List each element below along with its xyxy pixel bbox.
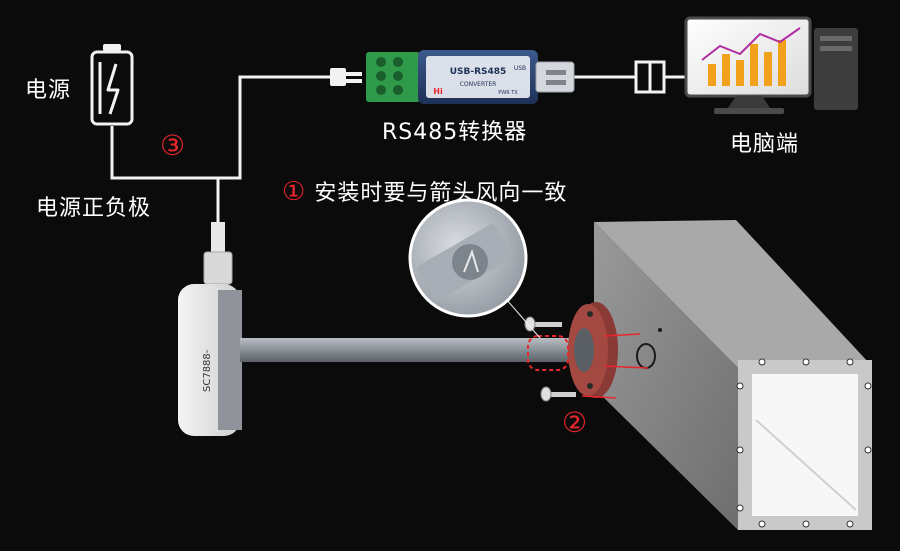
step-1-text: 安装时要与箭头风向一致 (314, 181, 568, 206)
power-poles-label: 电源正负极 (36, 196, 152, 221)
usb-plug-icon (634, 60, 666, 94)
step-1-marker: ① (282, 177, 307, 207)
step-2-marker: ② (562, 406, 587, 439)
zoom-detail-circle (408, 198, 528, 318)
computer-icon (684, 16, 858, 114)
sensor-model-label: SC7888- (202, 349, 213, 392)
mounting-flange (568, 302, 618, 398)
computer-label: 电脑端 (730, 132, 800, 157)
wiring (110, 75, 686, 222)
air-duct (594, 220, 872, 530)
screw-icon (524, 316, 562, 332)
step-3-marker: ③ (160, 129, 185, 162)
converter-brand-text: Hi (433, 87, 443, 96)
sensor-probe-tube (240, 338, 576, 362)
power-wire (110, 126, 218, 180)
cable-gland (203, 222, 233, 285)
alignment-guides (581, 333, 649, 399)
signal-wire (218, 75, 330, 180)
screw-icon (540, 386, 576, 402)
power-label: 电源 (25, 78, 72, 103)
vent-opening-highlight (527, 335, 569, 371)
converter-model-text: USB-RS485 (450, 67, 507, 77)
converter-subtitle-text: CONVERTER (460, 81, 497, 88)
converter-label: RS485转换器 (382, 120, 528, 145)
converter-leds-label: PWR TX (498, 90, 518, 96)
wire-plug-icon (330, 68, 362, 86)
sensor-housing: SC7888- (178, 284, 242, 436)
converter-usb-label: USB (514, 65, 526, 72)
rs485-converter-device: USB-RS485 CONVERTER Hi USB PWR TX (366, 50, 575, 104)
battery-icon (90, 44, 134, 126)
step-1-instruction: ① 安装时要与箭头风向一致 (282, 175, 567, 207)
